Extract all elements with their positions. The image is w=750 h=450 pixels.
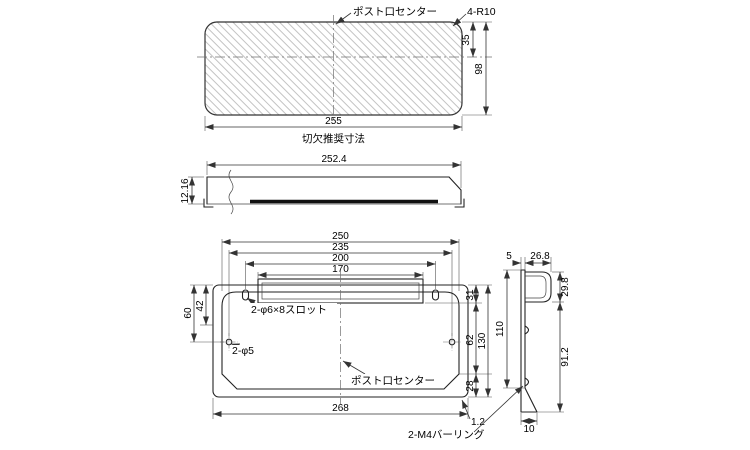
dim-91-2: 91.2 — [560, 347, 571, 367]
label-slot: 2-φ6×8スロット — [251, 304, 327, 316]
dim-35: 35 — [461, 34, 472, 46]
dim-98: 98 — [474, 63, 485, 75]
leader-corner-radius — [452, 13, 467, 27]
rv-burring-lower — [524, 377, 530, 387]
top-view: ポスト口センター 4-R10 35 98 255 切欠推奨寸法 — [197, 6, 496, 145]
dim-130: 130 — [477, 332, 488, 349]
dim-28: 28 — [465, 380, 476, 392]
dim-250: 250 — [332, 231, 349, 242]
label-bg — [349, 374, 433, 387]
rv-bottom-slant — [524, 387, 538, 413]
profile-right-slant — [448, 176, 462, 191]
rv-slot-housing-outer — [524, 271, 552, 303]
dim-1-2: 1.2 — [471, 417, 485, 428]
caption-cutout: 切欠推奨寸法 — [302, 132, 365, 145]
dim-110: 110 — [495, 321, 506, 337]
dim-29-8: 29.8 — [560, 277, 571, 297]
leader-thickness — [461, 399, 471, 420]
label-bg — [230, 345, 268, 356]
profile-right-hook — [454, 198, 465, 208]
side-profile-view: 252.4 12.16 — [180, 154, 465, 215]
label-phi5: 2-φ5 — [232, 345, 254, 357]
dim-252-4: 252.4 — [321, 154, 346, 165]
leader-burring — [473, 385, 524, 433]
dim-170: 170 — [332, 264, 349, 275]
label-bg — [249, 303, 337, 316]
dim-31: 31 — [465, 289, 476, 301]
slot-hole-right — [431, 289, 440, 301]
dim-26-8: 26.8 — [530, 251, 550, 262]
label-post-center-front: ポスト口センター — [351, 375, 435, 387]
dim-200: 200 — [332, 253, 349, 264]
dim-12-16: 12.16 — [180, 178, 191, 203]
label-burring: 2-M4バーリング — [408, 428, 485, 441]
dim-62: 62 — [465, 334, 476, 346]
profile-left-hook — [203, 198, 214, 208]
dim-42: 42 — [195, 300, 206, 312]
rv-burring-upper — [524, 325, 530, 335]
dim-255: 255 — [325, 116, 342, 127]
inner-panel-outline — [221, 291, 460, 390]
dim-5: 5 — [506, 251, 512, 262]
dim-268: 268 — [332, 403, 349, 414]
slot-hole-left — [241, 289, 250, 301]
label-post-center-top: ポスト口センター — [353, 6, 437, 18]
dim-10: 10 — [523, 424, 535, 435]
leader-post-center-front — [342, 360, 366, 375]
dim-235: 235 — [332, 242, 349, 253]
leader-post-center-top — [335, 12, 352, 25]
break-line — [228, 169, 234, 215]
right-side-view: 5 26.8 29.8 91.2 110 10 2-M4バーリング — [408, 251, 571, 441]
front-view: 250 235 200 170 60 — [183, 231, 492, 428]
rv-slot-housing-inner — [525, 275, 547, 299]
label-corner-radius: 4-R10 — [467, 6, 496, 18]
dim-60: 60 — [183, 307, 194, 319]
